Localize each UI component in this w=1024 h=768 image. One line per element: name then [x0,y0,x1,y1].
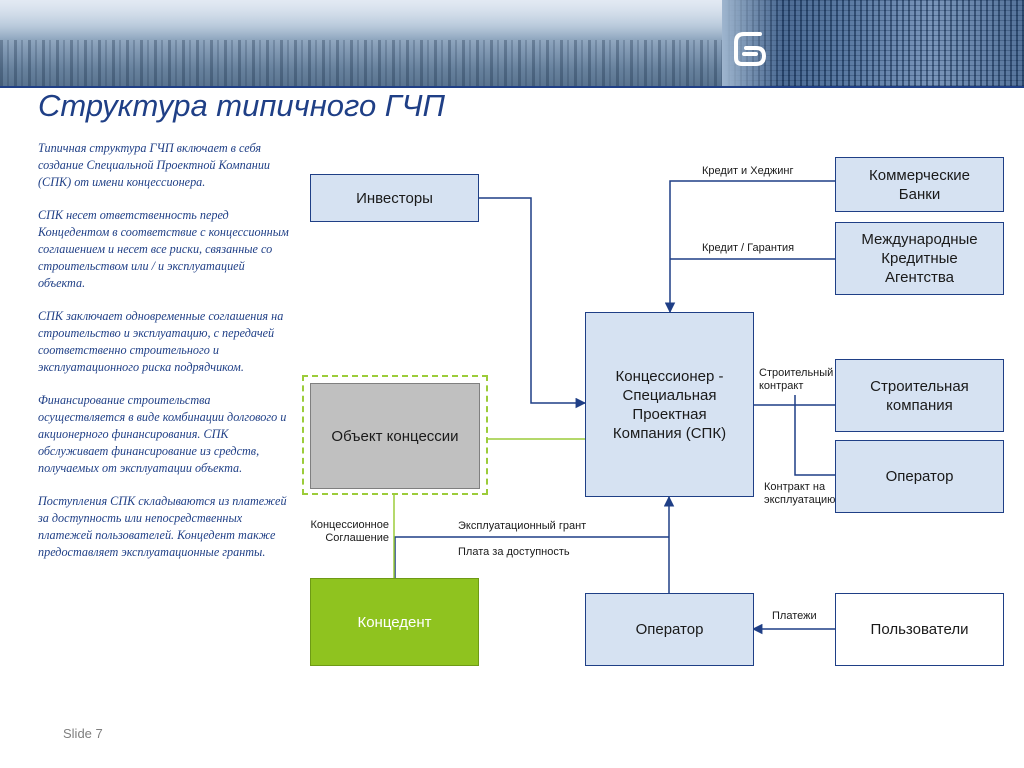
paragraph-agreements: СПК заключает одновременные соглашения н… [38,309,284,374]
concessionaire-spv-box: Концессионер - Специальная Проектная Ком… [585,312,754,497]
label-availability-payment: Плата за доступность [458,546,570,558]
paragraph-spv: Типичная структура ГЧП включает в себя с… [38,141,271,189]
label-concession-agreement: Концессионное Соглашение [310,519,389,544]
description-text: Типичная структура ГЧП включает в себя с… [38,140,290,577]
paragraph-revenues: Поступления СПК складываются из платежей… [38,494,287,559]
concession-object-frame [302,375,488,495]
header-banner [0,0,1024,86]
slide-title: Структура типичного ГЧП [38,88,445,123]
label-construction-contract: Строительный контракт [759,367,834,392]
construction-company-box: Строительная компания [835,359,1004,432]
credit-agencies-box: Международные Кредитные Агентства [835,222,1004,295]
connector-banks-spv [664,180,835,314]
label-operation-grant: Эксплуатационный грант [458,520,587,532]
banner-tower-edge [722,0,782,86]
connector-grantor-operator [394,536,669,578]
connector-contract-bracket [794,395,835,476]
grantor-box: Концедент [310,578,479,666]
investors-box: Инвесторы [310,174,479,222]
bank-logo-icon [734,32,767,66]
slide-number: Slide 7 [63,726,103,741]
operator-bottom-box: Оператор [585,593,754,666]
header-rule [0,86,1024,88]
concession-object-box: Объект концессии [310,383,480,489]
paragraph-financing: Финансирование строительства осуществляе… [38,393,287,475]
label-payments: Платежи [772,610,817,622]
operator-right-box: Оператор [835,440,1004,513]
label-credit-guarantee: Кредит / Гарантия [702,242,795,254]
label-operation-contract: Контракт на эксплуатацию [764,481,836,506]
paragraph-responsibility: СПК несет ответственность перед Концеден… [38,208,289,290]
label-credit-hedging: Кредит и Хеджинг [702,165,794,177]
users-box: Пользователи [835,593,1004,666]
commercial-banks-box: Коммерческие Банки [835,157,1004,212]
connector-investors-spv [479,197,587,409]
